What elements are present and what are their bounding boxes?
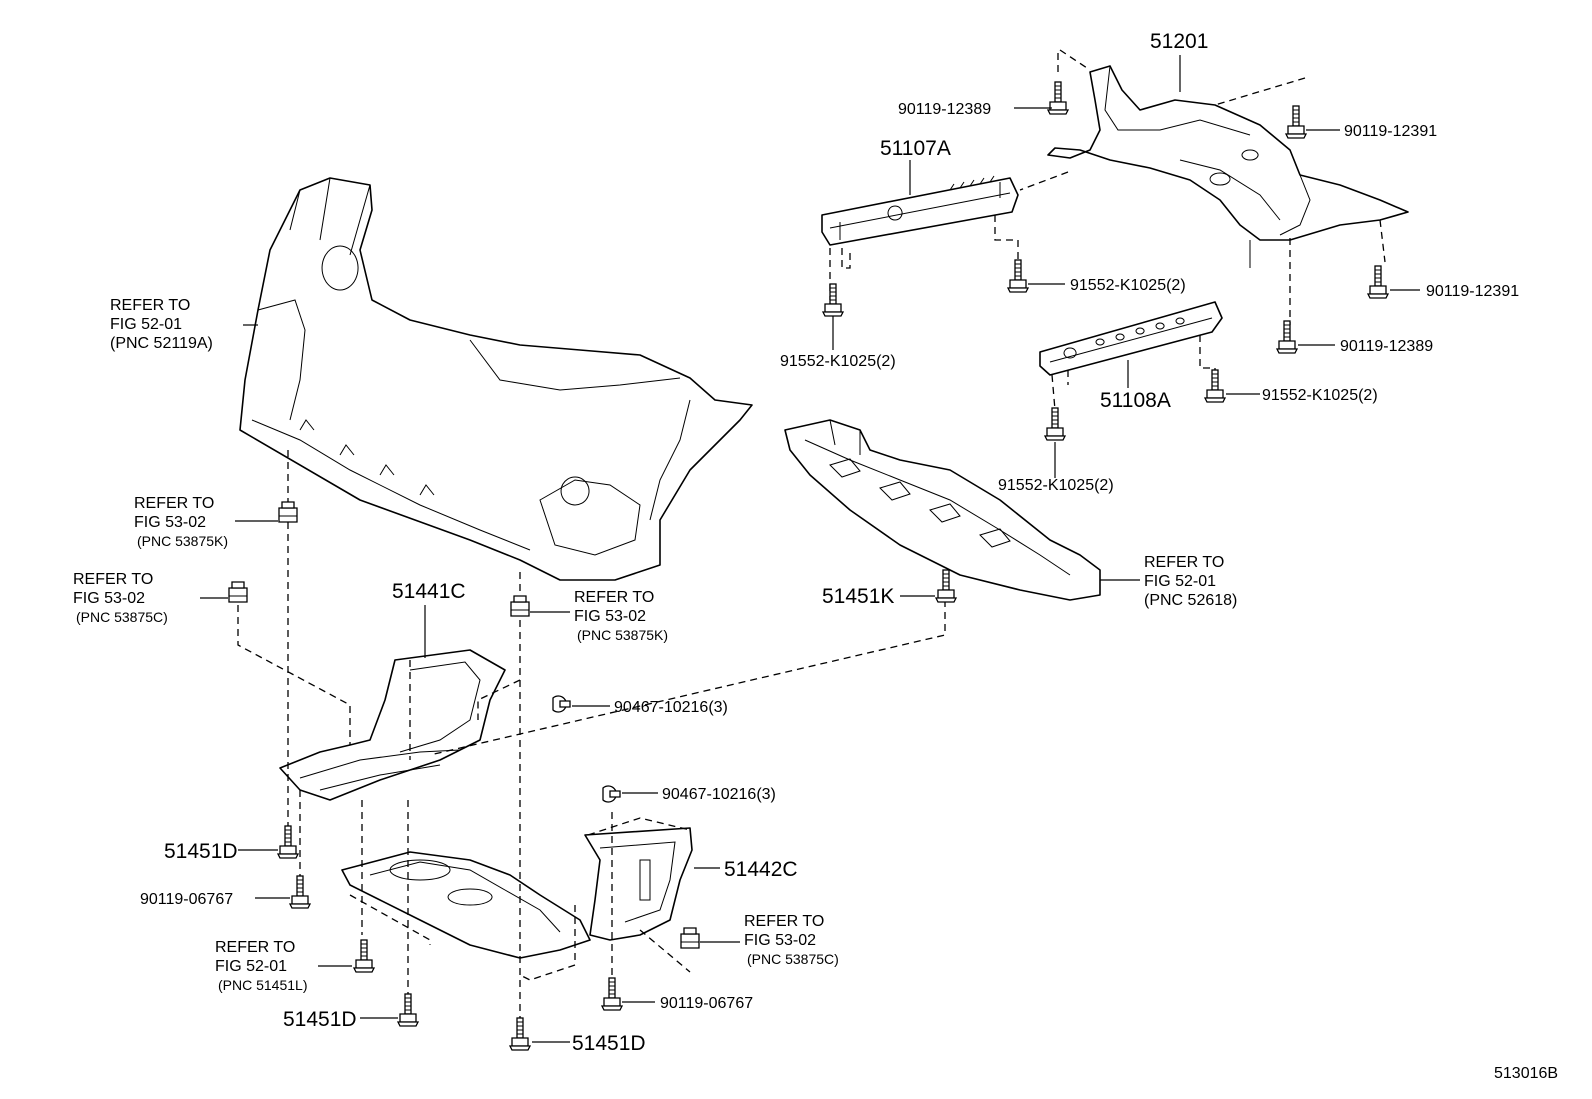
under-cover-lower <box>341 851 591 959</box>
ref-line: (PNC 53875C) <box>747 951 839 967</box>
label-51107a: 51107A <box>880 137 951 160</box>
reference-pnc-53875k-center: REFER TO FIG 53-02 (PNC 53875K) <box>574 589 668 643</box>
bracket-51107a <box>821 175 1019 246</box>
reference-pnc-53875k-left: REFER TO FIG 53-02 (PNC 53875K) <box>134 495 228 549</box>
reference-pnc-53875c-right: REFER TO FIG 53-02 (PNC 53875C) <box>744 913 839 967</box>
ref-line: (PNC 53875C) <box>76 609 168 625</box>
figure-number: 513016B <box>1494 1065 1558 1082</box>
engine-under-cover <box>784 419 1101 601</box>
label-90467-10216-b: 90467-10216(3) <box>662 786 776 803</box>
label-90119-12391-right: 90119-12391 <box>1426 283 1519 300</box>
under-cover-51442c <box>584 827 693 941</box>
reference-pnc-52618: REFER TO FIG 52-01 (PNC 52618) <box>1144 554 1237 609</box>
label-90119-12389-top: 90119-12389 <box>898 101 991 118</box>
ref-line: REFER TO <box>73 571 153 588</box>
ref-line: REFER TO <box>215 939 295 956</box>
label-90119-12391-top: 90119-12391 <box>1344 123 1437 140</box>
ref-line: (PNC 53875K) <box>577 627 668 643</box>
part-labels: 51201 51107A 90119-12389 90119-12391 901… <box>140 30 1519 1055</box>
ref-line: FIG 53-02 <box>744 932 816 949</box>
label-51442c: 51442C <box>724 858 798 881</box>
under-cover-51441c <box>279 649 506 801</box>
ref-line: FIG 53-02 <box>134 514 206 531</box>
ref-line: REFER TO <box>574 589 654 606</box>
label-51108a: 51108A <box>1100 389 1171 412</box>
ref-line: FIG 52-01 <box>1144 573 1216 590</box>
label-90119-06767-a: 90119-06767 <box>140 891 233 908</box>
label-91552-k1025-low: 91552-K1025(2) <box>998 477 1114 494</box>
ref-line: (PNC 52618) <box>1144 592 1237 609</box>
front-crossmember <box>1047 65 1409 268</box>
reference-pnc-53875c-left: REFER TO FIG 53-02 (PNC 53875C) <box>73 571 168 625</box>
ref-line: (PNC 52119A) <box>110 335 213 352</box>
reference-pnc-52119a: REFER TO FIG 52-01 (PNC 52119A) <box>110 297 213 352</box>
ref-line: REFER TO <box>110 297 190 314</box>
ref-line: (PNC 53875K) <box>137 533 228 549</box>
label-90119-12389-right: 90119-12389 <box>1340 338 1433 355</box>
label-51451d-c: 51451D <box>572 1032 646 1055</box>
ref-line: REFER TO <box>744 913 824 930</box>
front-bumper-cover <box>239 177 753 581</box>
label-91552-k1025-mid: 91552-K1025(2) <box>1070 277 1186 294</box>
label-90119-06767-b: 90119-06767 <box>660 995 753 1012</box>
label-51451d-a: 51451D <box>164 840 238 863</box>
label-90467-10216-a: 90467-10216(3) <box>614 699 728 716</box>
label-91552-k1025-right: 91552-K1025(2) <box>1262 387 1378 404</box>
label-51451k: 51451K <box>822 585 894 608</box>
label-91552-k1025-left: 91552-K1025(2) <box>780 353 896 370</box>
reference-pnc-51451l: REFER TO FIG 52-01 (PNC 51451L) <box>215 939 308 993</box>
ref-line: FIG 52-01 <box>215 958 287 975</box>
ref-line: REFER TO <box>134 495 214 512</box>
ref-line: FIG 52-01 <box>110 316 182 333</box>
bracket-51108a <box>1039 301 1223 376</box>
ref-line: REFER TO <box>1144 554 1224 571</box>
reference-notes: REFER TO FIG 52-01 (PNC 52119A) REFER TO… <box>73 297 1237 993</box>
label-51441c: 51441C <box>392 580 466 603</box>
label-51201: 51201 <box>1150 30 1208 53</box>
ref-line: FIG 53-02 <box>73 590 145 607</box>
leader-lines <box>200 55 1420 1043</box>
label-51451d-b: 51451D <box>283 1008 357 1031</box>
ref-line: FIG 53-02 <box>574 608 646 625</box>
ref-line: (PNC 51451L) <box>218 977 308 993</box>
